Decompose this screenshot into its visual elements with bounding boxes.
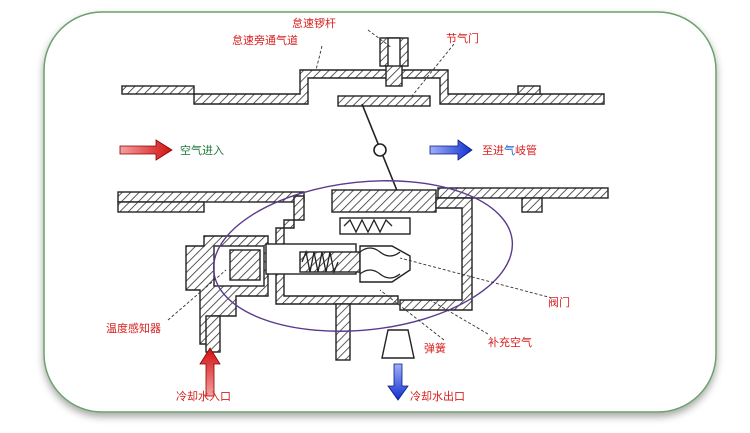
label-temp-sensor: 温度感知器 <box>106 321 161 335</box>
coolant-out-arrow <box>387 363 409 401</box>
label-throttle: 节气门 <box>446 31 479 45</box>
label-air-in: 空气进入 <box>180 143 224 157</box>
label-valve: 阀门 <box>548 295 570 309</box>
to-manifold-arrow <box>429 139 473 161</box>
throttle-plate <box>361 103 401 199</box>
label-idle-lever: 怠速锣杆 <box>292 16 336 30</box>
label-idle-bypass: 怠速旁通气道 <box>232 33 298 47</box>
air-in-arrow <box>119 139 173 161</box>
leader-lines <box>167 29 553 341</box>
spring <box>301 218 401 279</box>
coolant-in-arrow <box>199 347 221 397</box>
valve-body <box>185 189 473 361</box>
label-to-manifold-b: 气 <box>504 143 515 157</box>
label-to-manifold-a: 至进 <box>482 144 504 157</box>
label-to-manifold: 至进气岐管 <box>482 143 537 157</box>
label-supplement-air: 补充空气 <box>488 335 532 349</box>
label-spring: 弹簧 <box>424 341 446 355</box>
label-coolant-in: 冷却水入口 <box>176 390 231 403</box>
idle-screw <box>379 37 409 87</box>
label-coolant-out: 冷却水出口 <box>410 389 465 403</box>
highlight-ellipse <box>212 180 514 332</box>
label-to-manifold-c: 岐管 <box>515 143 537 157</box>
